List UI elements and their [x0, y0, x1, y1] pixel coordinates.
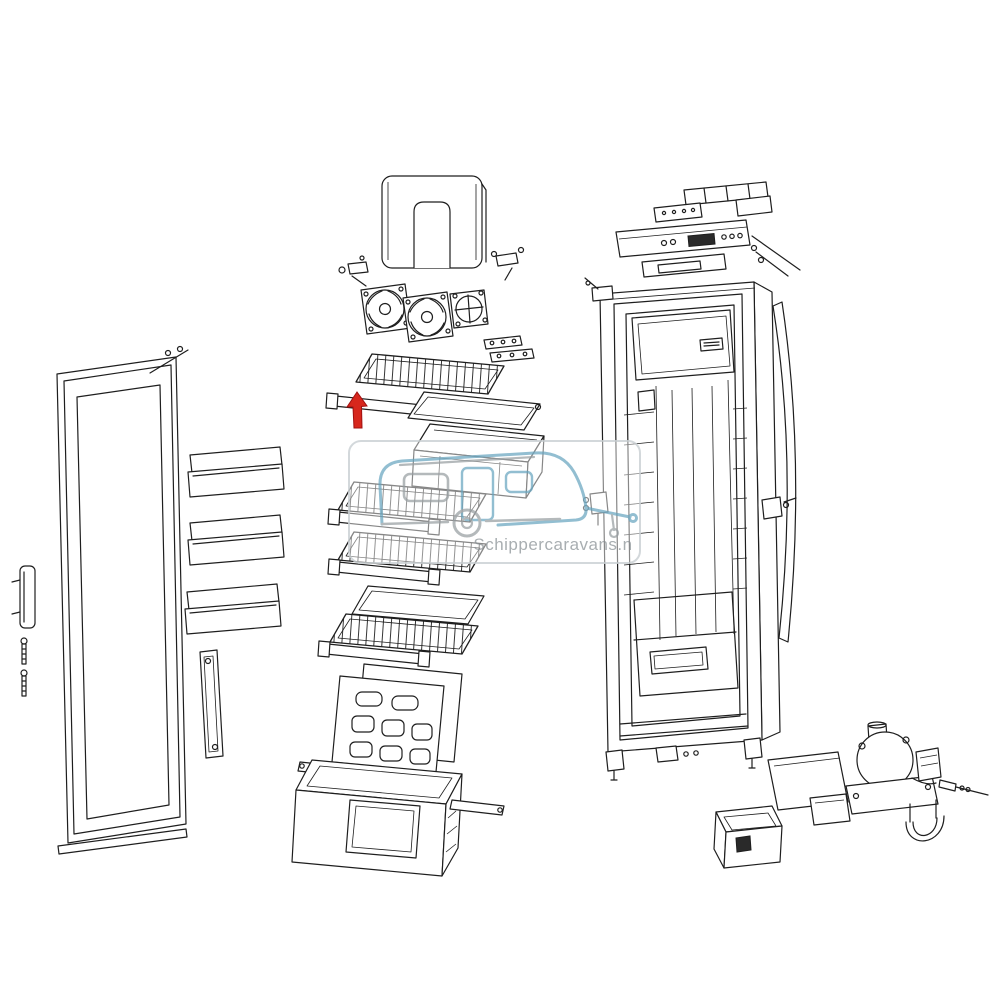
hinges-and-feet	[582, 277, 797, 781]
door-bin-1	[187, 446, 285, 498]
hinge-cover-bars	[483, 335, 535, 363]
drawer-rail-right	[449, 799, 505, 816]
top-trim-parts	[653, 181, 773, 223]
cabinet-side-panel	[772, 301, 797, 643]
screw-icon	[176, 345, 184, 353]
compressor-cluster	[713, 721, 989, 869]
leader-line	[149, 349, 189, 374]
watermark-text: Schippercaravans.n	[473, 535, 632, 554]
door-screws	[20, 637, 28, 697]
thermostat-capillary	[938, 779, 989, 796]
door-bin-2	[187, 514, 285, 566]
door-bottom-trim	[57, 828, 188, 855]
watermark: Schippercaravans.n	[348, 440, 641, 564]
interior-label	[637, 389, 656, 412]
leader-line	[751, 235, 801, 277]
door-bin-3	[184, 583, 282, 635]
wire-shelf-1	[355, 353, 505, 395]
display	[687, 232, 716, 248]
evaporator-niche	[631, 309, 735, 381]
evaporator-cover	[381, 175, 487, 269]
wall-bracket	[905, 799, 945, 842]
control-panel	[615, 219, 801, 278]
tray-hole	[735, 835, 752, 853]
freezer-divider-plates	[331, 663, 463, 773]
glass-panel	[351, 585, 485, 625]
fridge-door-panel	[56, 356, 187, 844]
mounting-plate	[767, 751, 851, 826]
screw-icon	[164, 349, 172, 357]
drip-tray	[713, 805, 783, 869]
fan-brackets	[338, 246, 525, 287]
center-parts-stack	[291, 175, 545, 877]
caravan-logo	[378, 451, 638, 539]
compressor	[845, 721, 942, 815]
door-assembly	[11, 345, 285, 855]
caravan-gray-parts	[380, 455, 620, 539]
pointer-arrow	[346, 391, 368, 429]
door-handle	[11, 565, 36, 629]
door-stiffener-strip	[199, 649, 224, 759]
fan-guard	[449, 289, 489, 329]
cooling-fan-1	[360, 283, 412, 335]
cooling-fan-2	[402, 291, 454, 343]
cabinet-assembly	[582, 181, 801, 781]
crisper-niche	[633, 591, 739, 697]
freezer-drawer	[291, 759, 505, 877]
watermark-border	[348, 440, 641, 564]
glass-shelf-frame	[407, 391, 542, 431]
